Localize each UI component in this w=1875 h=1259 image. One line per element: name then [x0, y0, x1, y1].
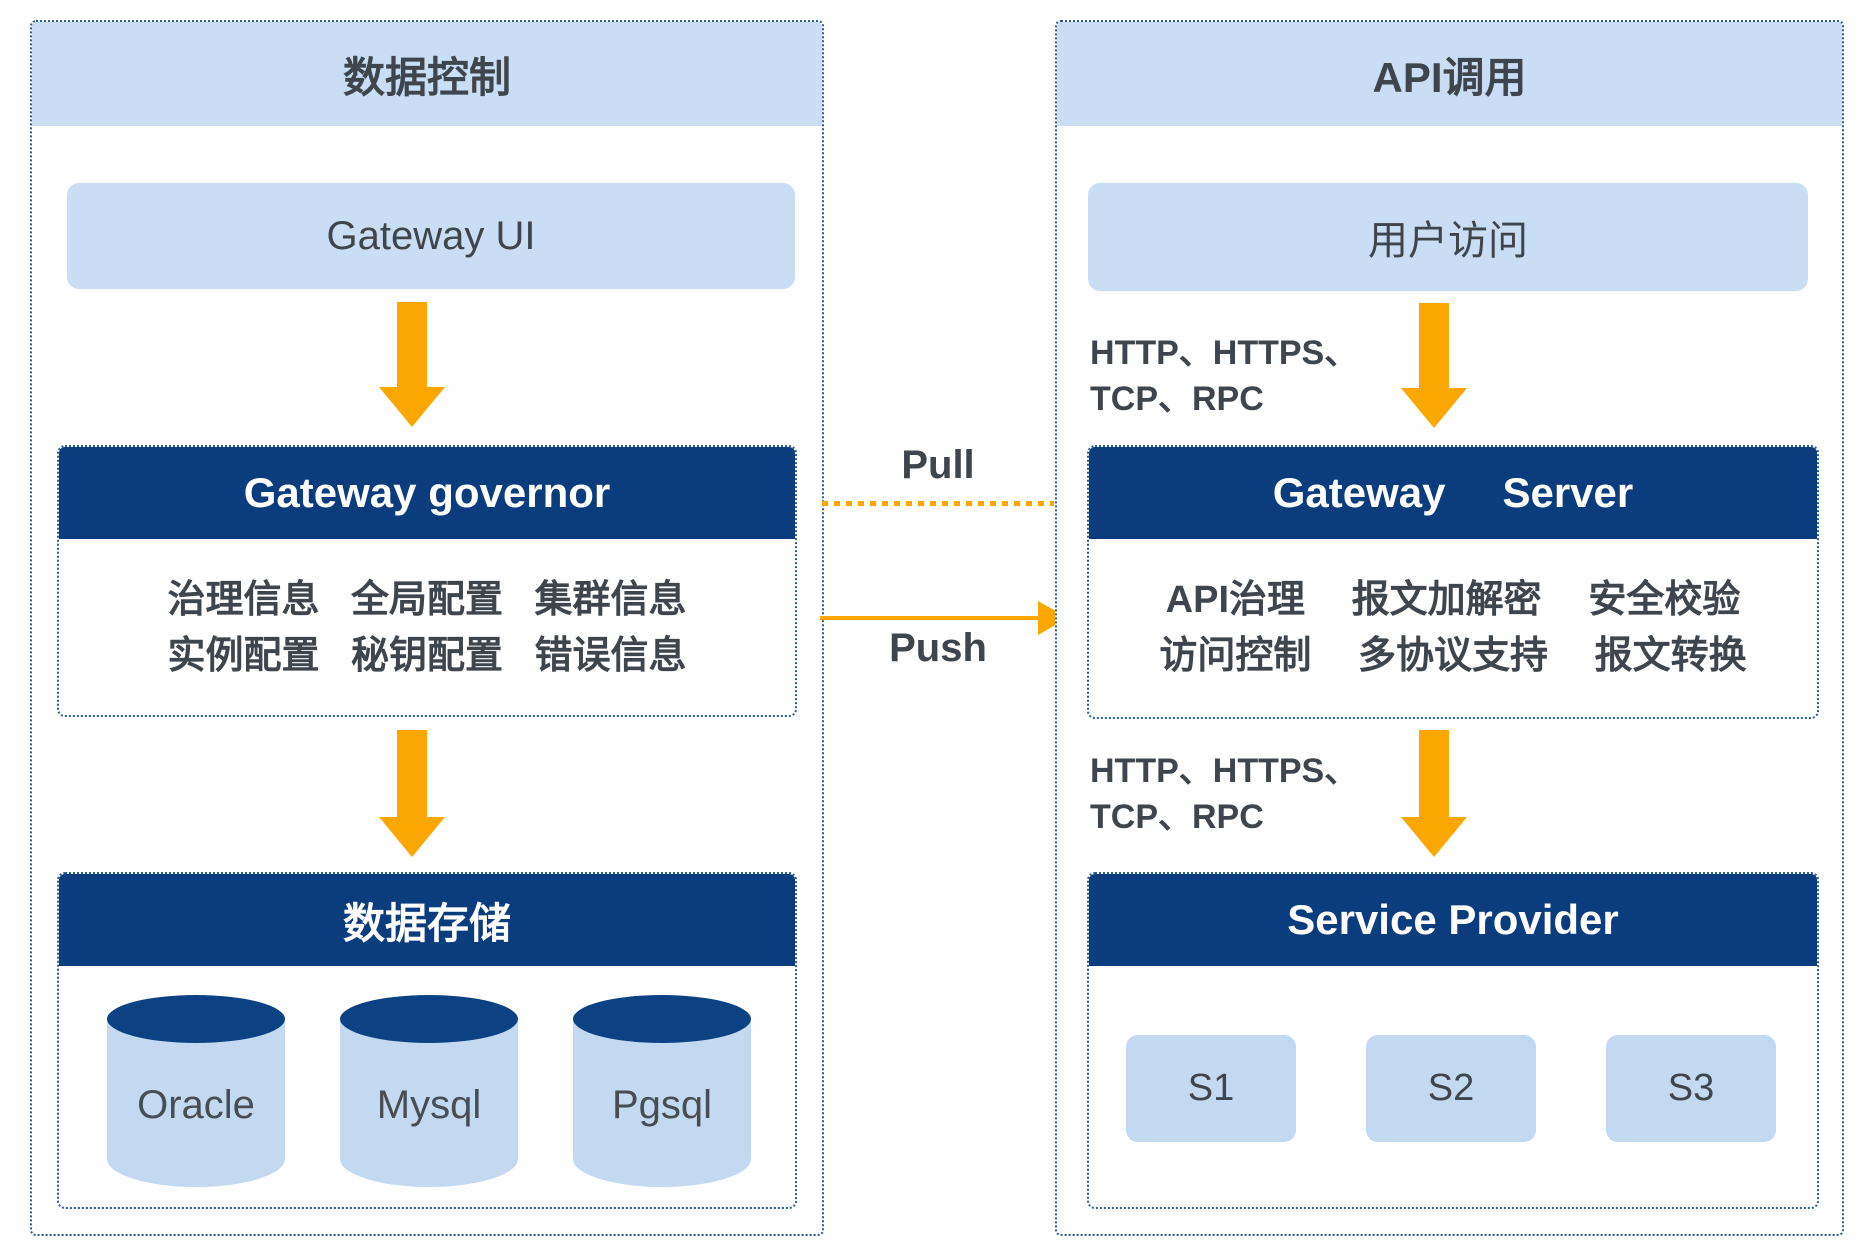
cylinder-body: [107, 1019, 285, 1187]
service-label: S1: [1187, 1067, 1235, 1109]
down-arrow-icon: [377, 302, 447, 427]
down-arrow-icon: [1399, 303, 1469, 428]
database-label: Mysql: [376, 1083, 482, 1127]
gateway-server-title: Gateway Server: [1089, 447, 1817, 539]
cylinder-body: [340, 1019, 518, 1187]
protocol-top-line1: HTTP、HTTPS、: [1090, 334, 1359, 372]
database-cylinder-pgsql: Pgsql: [573, 995, 751, 1187]
protocol-bottom-line1: HTTP、HTTPS、: [1090, 752, 1359, 790]
down-arrow-icon: [377, 730, 447, 857]
gateway-ui-box: Gateway UI: [67, 183, 795, 289]
push-label: Push: [889, 626, 987, 670]
database-cylinder-mysql: Mysql: [340, 995, 518, 1187]
gateway-ui-label: Gateway UI: [326, 213, 536, 258]
database-label: Pgsql: [611, 1083, 713, 1127]
protocol-bottom-line2: TCP、RPC: [1090, 798, 1264, 836]
api-call-panel-title: API调用: [1057, 22, 1842, 126]
database-label: Oracle: [137, 1083, 255, 1127]
server-row-2: 访问控制 多协议支持 报文转换: [1159, 635, 1747, 677]
gateway-governor-box: Gateway governor 治理信息 全局配置 集群信息 实例配置 秘钥配…: [57, 445, 797, 717]
pull-dotted-line: [822, 501, 1054, 506]
data-control-panel-title: 数据控制: [32, 22, 822, 126]
data-storage-title: 数据存储: [59, 874, 795, 966]
user-access-label: 用户访问: [1368, 219, 1528, 263]
service-provider-title: Service Provider: [1089, 874, 1817, 966]
protocol-label-bottom: HTTP、HTTPS、 TCP、RPC: [1090, 748, 1358, 840]
database-cylinder-oracle: Oracle: [107, 995, 285, 1187]
governor-row-1: 治理信息 全局配置 集群信息: [167, 579, 687, 621]
protocol-top-line2: TCP、RPC: [1090, 380, 1264, 418]
service-box-s1: S1: [1126, 1035, 1296, 1142]
service-box-s3: S3: [1606, 1035, 1776, 1142]
governor-row-2: 实例配置 秘钥配置 错误信息: [167, 635, 687, 677]
cylinder-top: [573, 995, 751, 1043]
server-row-1: API治理 报文加解密 安全校验: [1165, 579, 1741, 621]
service-label: S3: [1667, 1067, 1715, 1109]
gateway-governor-title: Gateway governor: [59, 447, 795, 539]
cylinder-body: [573, 1019, 751, 1187]
push-arrow-icon: [820, 599, 1070, 639]
gateway-server-box: Gateway Server API治理 报文加解密 安全校验 访问控制 多协议…: [1087, 445, 1819, 719]
cylinder-top: [340, 995, 518, 1043]
protocol-label-top: HTTP、HTTPS、 TCP、RPC: [1090, 330, 1358, 422]
service-label: S2: [1427, 1067, 1475, 1109]
service-box-s2: S2: [1366, 1035, 1536, 1142]
down-arrow-icon: [1399, 730, 1469, 857]
pull-label: Pull: [901, 443, 975, 487]
user-access-box: 用户访问: [1088, 183, 1808, 291]
cylinder-top: [107, 995, 285, 1043]
